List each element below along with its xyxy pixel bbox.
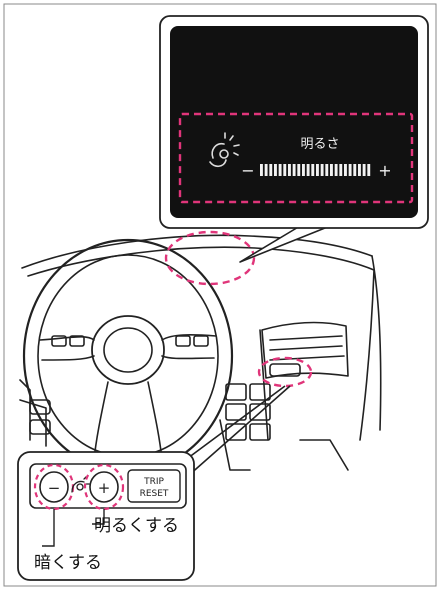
- dashboard-illustration: [20, 235, 381, 472]
- trip-reset-button[interactable]: TRIP RESET: [128, 470, 180, 502]
- brightness-title: 明るさ: [300, 137, 339, 152]
- brightness-level-segment: [325, 164, 328, 176]
- brighten-label: 明るくする: [94, 516, 179, 536]
- brightness-level-segment: [283, 164, 286, 176]
- brightness-level-segment: [311, 164, 314, 176]
- brightness-minus: −: [241, 161, 254, 180]
- brightness-level-segment: [269, 164, 272, 176]
- brightness-level-segment: [363, 164, 366, 176]
- brightness-level-segment: [321, 164, 324, 176]
- brightness-level-segment: [293, 164, 296, 176]
- brightness-level-segment: [316, 164, 319, 176]
- brightness-level-segment: [358, 164, 361, 176]
- trip-reset-label-line2: RESET: [140, 489, 169, 499]
- minus-button-label: −: [48, 479, 61, 497]
- brightness-level-segment: [335, 164, 338, 176]
- switch-location-highlight: [259, 358, 311, 386]
- darken-label: 暗くする: [34, 553, 102, 573]
- brightness-level-segment: [265, 164, 268, 176]
- brightness-level-segment: [339, 164, 342, 176]
- display-callout-pointer: [240, 226, 330, 262]
- plus-button[interactable]: +: [90, 472, 118, 502]
- brightness-level-segment: [349, 164, 352, 176]
- display-location-highlight: [166, 232, 254, 284]
- brightness-level-segment: [367, 164, 370, 176]
- brightness-level-segment: [330, 164, 333, 176]
- display-screen: [170, 26, 418, 218]
- brightness-level-segment: [274, 164, 277, 176]
- trip-reset-label-line1: TRIP: [143, 477, 164, 487]
- brightness-level-segment: [344, 164, 347, 176]
- brightness-plus: +: [378, 161, 391, 180]
- brightness-level-segment: [353, 164, 356, 176]
- brightness-level-segment: [307, 164, 310, 176]
- brightness-level-segment: [288, 164, 291, 176]
- plus-button-label: +: [98, 479, 111, 497]
- brightness-level-segment: [279, 164, 282, 176]
- brightness-level-segment: [302, 164, 305, 176]
- brightness-level-segment: [260, 164, 263, 176]
- minus-button[interactable]: −: [40, 472, 68, 502]
- brightness-level-segment: [297, 164, 300, 176]
